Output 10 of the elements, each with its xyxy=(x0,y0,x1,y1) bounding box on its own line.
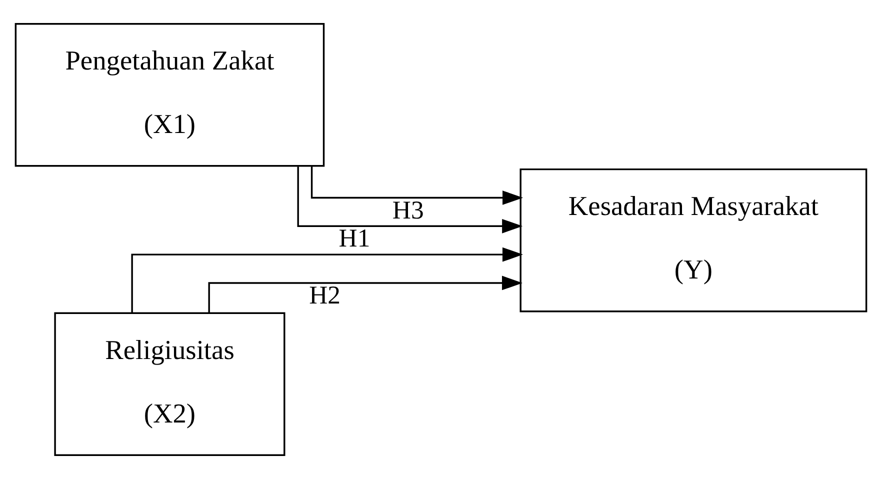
edge-label: H2 xyxy=(309,280,340,310)
node-box: Kesadaran Masyarakat (Y) xyxy=(520,168,868,312)
arrow xyxy=(208,275,523,312)
arrow xyxy=(297,166,523,233)
arrow xyxy=(310,166,524,204)
node-box: Religiusitas (X2) xyxy=(54,312,286,456)
node-box: Pengetahuan Zakat (X1) xyxy=(14,22,325,166)
edge-label: H1 xyxy=(338,223,370,252)
arrow xyxy=(131,246,524,312)
edge-label: H3 xyxy=(392,194,424,224)
